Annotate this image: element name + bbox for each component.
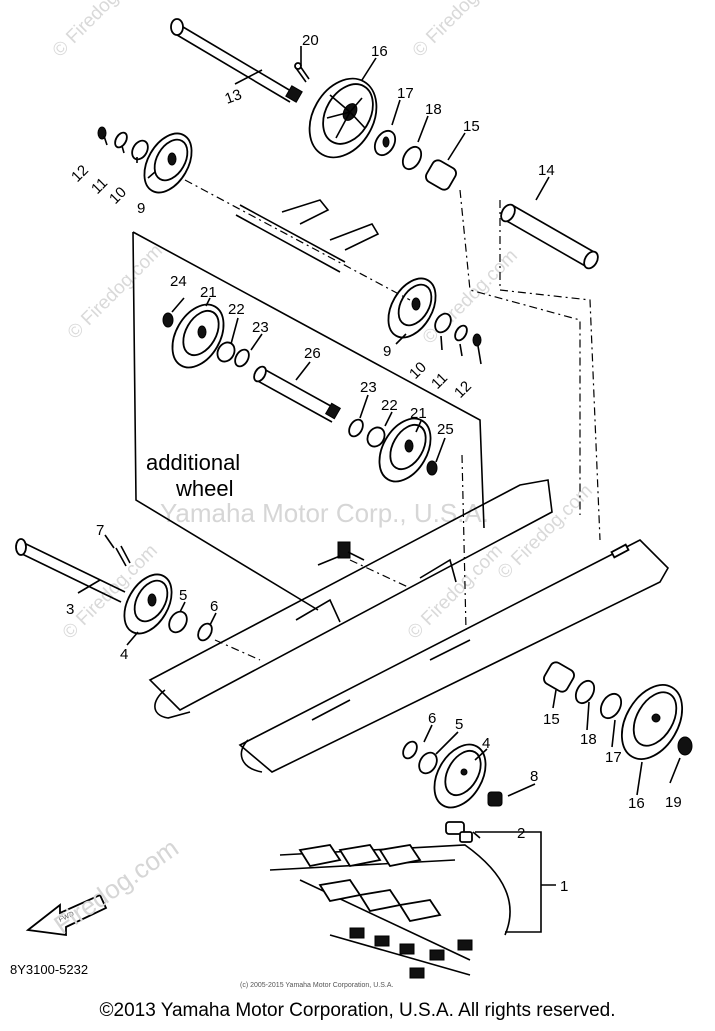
wheel-16-top bbox=[308, 77, 378, 159]
callout-21: 21 bbox=[200, 284, 217, 301]
additional-wheel-note: wheel bbox=[175, 476, 233, 501]
axle-3 bbox=[15, 538, 126, 603]
wheel-21-left bbox=[171, 303, 225, 369]
collar-15-bottom bbox=[543, 661, 575, 693]
washer-stack-right bbox=[434, 312, 482, 347]
callout-13: 13 bbox=[223, 86, 244, 108]
wheel-9-top bbox=[143, 132, 193, 194]
copyright-footer: ©2013 Yamaha Motor Corporation, U.S.A. A… bbox=[99, 1000, 616, 1021]
wheel-21-right bbox=[378, 417, 432, 483]
wheel-4-left bbox=[123, 573, 173, 635]
callout-21-right: 21 bbox=[410, 405, 427, 422]
callout-5-right: 5 bbox=[455, 716, 463, 733]
callout-2: 2 bbox=[517, 825, 525, 842]
additional-wheel-frame bbox=[132, 231, 485, 611]
wheel-4-right bbox=[433, 743, 487, 809]
bearing-17-top bbox=[373, 129, 397, 157]
callout-14: 14 bbox=[538, 162, 555, 179]
callout-12-right: 12 bbox=[451, 378, 475, 402]
leader-lines bbox=[77, 46, 681, 933]
wheel-9-right bbox=[387, 277, 437, 339]
callout-15-bottom: 15 bbox=[543, 711, 560, 728]
centerline bbox=[499, 200, 601, 541]
callout-23: 23 bbox=[252, 319, 269, 336]
watermark-firedog: © Firedog.com bbox=[49, 0, 152, 62]
callout-23-right: 23 bbox=[360, 379, 377, 396]
watermark-firedog: © Firedog.com bbox=[409, 0, 512, 62]
callout-5-left: 5 bbox=[179, 587, 187, 604]
callout-18: 18 bbox=[425, 101, 442, 118]
track-1 bbox=[269, 844, 511, 979]
watermark-firedog-bottom: Firedog.com bbox=[48, 832, 184, 939]
wheel-16-bottom bbox=[620, 684, 684, 760]
additional-wheel-note: additional bbox=[146, 450, 240, 475]
collar-15-top bbox=[425, 159, 457, 191]
bearing-5-right bbox=[418, 751, 438, 775]
parts-22-23-24-right bbox=[348, 418, 438, 476]
callout-12: 12 bbox=[68, 162, 92, 186]
front-arrow-icon: FWD bbox=[25, 893, 108, 937]
nut-7 bbox=[487, 791, 503, 807]
bolt-26 bbox=[337, 541, 365, 561]
washer-stack-left-top bbox=[97, 126, 149, 161]
callout-22-right: 22 bbox=[381, 397, 398, 414]
callout-16: 16 bbox=[371, 43, 388, 60]
centerline bbox=[184, 179, 581, 515]
callout-3: 3 bbox=[66, 601, 74, 618]
collar-18-bottom bbox=[574, 679, 596, 705]
callout-9: 9 bbox=[137, 200, 145, 217]
watermark-firedog: © Firedog.com bbox=[64, 240, 167, 343]
axle-13 bbox=[170, 18, 303, 103]
callout-25: 26 bbox=[304, 345, 321, 362]
callout-24: 24 bbox=[170, 273, 187, 290]
callout-4-left: 4 bbox=[120, 646, 128, 663]
center-cross-shaft bbox=[235, 199, 380, 273]
callout-8: 7 bbox=[96, 522, 104, 539]
bearing-5-left bbox=[168, 610, 188, 634]
nut-19 bbox=[677, 736, 693, 756]
cotter-pin-20 bbox=[294, 62, 310, 83]
clip-6-left bbox=[197, 622, 213, 642]
diagram-code: 8Y3100-5232 bbox=[10, 962, 88, 977]
small-copyright: (c) 2005-2015 Yamaha Motor Corporation, … bbox=[240, 982, 393, 989]
callout-6-left: 6 bbox=[210, 598, 218, 615]
callout-11-right: 11 bbox=[428, 370, 451, 393]
clip-2 bbox=[445, 821, 473, 843]
axle-25 bbox=[253, 365, 342, 423]
watermark-firedog: © Firedog.com bbox=[404, 540, 507, 643]
callout-22: 22 bbox=[228, 301, 245, 318]
callout-7: 8 bbox=[530, 768, 538, 785]
shaft-14 bbox=[500, 203, 599, 270]
callout-20: 20 bbox=[302, 32, 319, 49]
callout-6-right: 6 bbox=[428, 710, 436, 727]
callout-18-bottom: 18 bbox=[580, 731, 597, 748]
callout-24-right: 25 bbox=[437, 421, 454, 438]
centerline bbox=[461, 454, 467, 631]
slide-rail bbox=[148, 479, 669, 773]
callout-17-bottom: 17 bbox=[605, 749, 622, 766]
callout-17: 17 bbox=[397, 85, 414, 102]
centerline bbox=[214, 559, 411, 661]
watermark-yamaha: Yamaha Motor Corp., U.S.A. bbox=[160, 498, 489, 528]
callout-10-right: 10 bbox=[406, 359, 430, 383]
callout-9-right: 9 bbox=[383, 343, 391, 360]
callout-16-bottom: 16 bbox=[628, 795, 645, 812]
callout-15: 15 bbox=[463, 118, 480, 135]
callout-1: 1 bbox=[560, 878, 568, 895]
cotter-pin-8 bbox=[115, 545, 131, 567]
watermark-firedog: © Firedog.com bbox=[494, 480, 597, 583]
collar-18-top bbox=[401, 145, 423, 171]
clip-6-right bbox=[402, 740, 418, 760]
parts-22-23-24-left bbox=[162, 312, 250, 368]
callout-19: 19 bbox=[665, 794, 682, 811]
bearing-17-bottom bbox=[599, 692, 623, 720]
callout-4-right: 4 bbox=[482, 735, 490, 752]
